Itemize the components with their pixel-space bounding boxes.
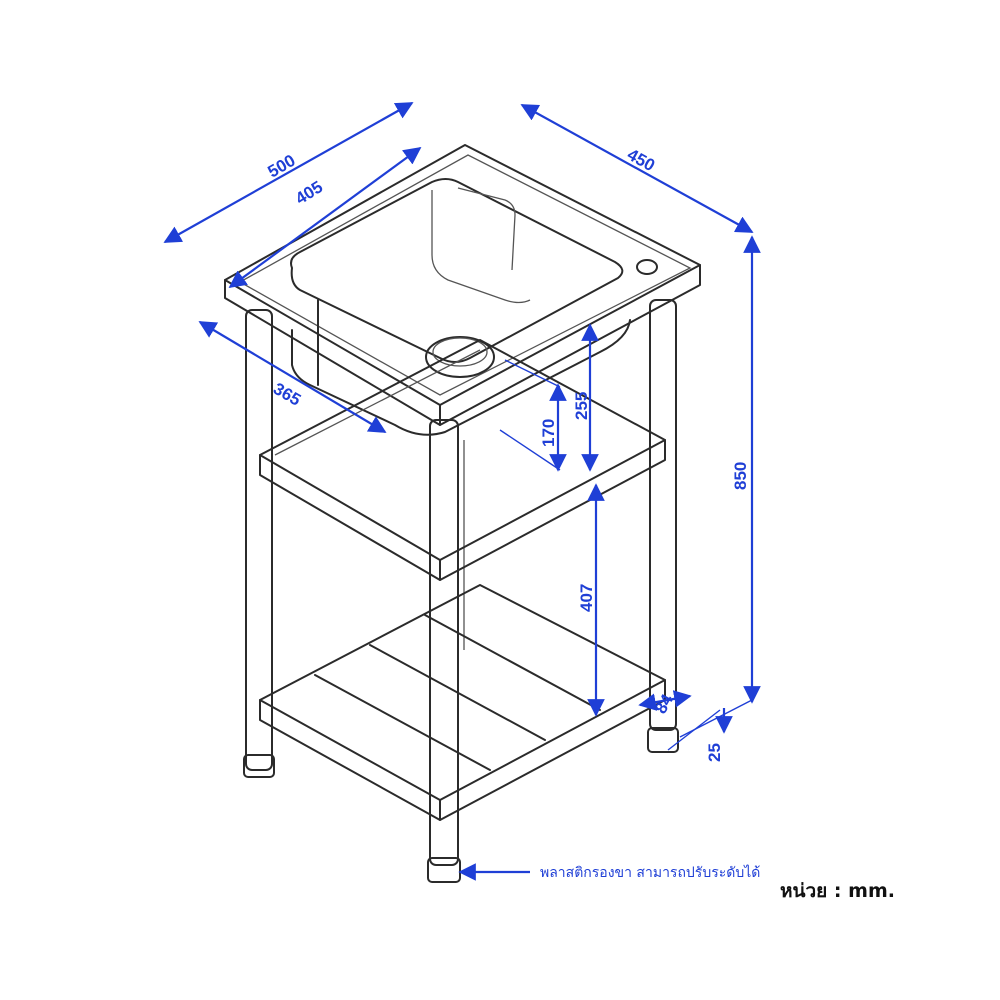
dim-foot-height: 25 xyxy=(705,743,724,762)
unit-label: หน่วย : mm. xyxy=(780,880,895,902)
dim-total-height: 850 xyxy=(731,462,750,490)
dim-width-bowl: 405 xyxy=(292,177,326,208)
dim-depth-outer: 450 xyxy=(624,145,658,175)
dim-depth-bowl: 365 xyxy=(270,379,304,410)
bottom-shelf xyxy=(259,584,666,821)
dim-width-outer: 500 xyxy=(265,151,299,182)
dim-shelf-gap: 407 xyxy=(577,584,596,612)
dimension-lines xyxy=(163,102,761,881)
foot-note: พลาสติกรองขา สามารถปรับระดับได้ xyxy=(540,864,760,881)
dim-foot-offset: 84 xyxy=(651,691,677,717)
dim-bowl-depth: 170 xyxy=(539,419,558,447)
dim-rim-to-shelf: 255 xyxy=(572,392,591,420)
